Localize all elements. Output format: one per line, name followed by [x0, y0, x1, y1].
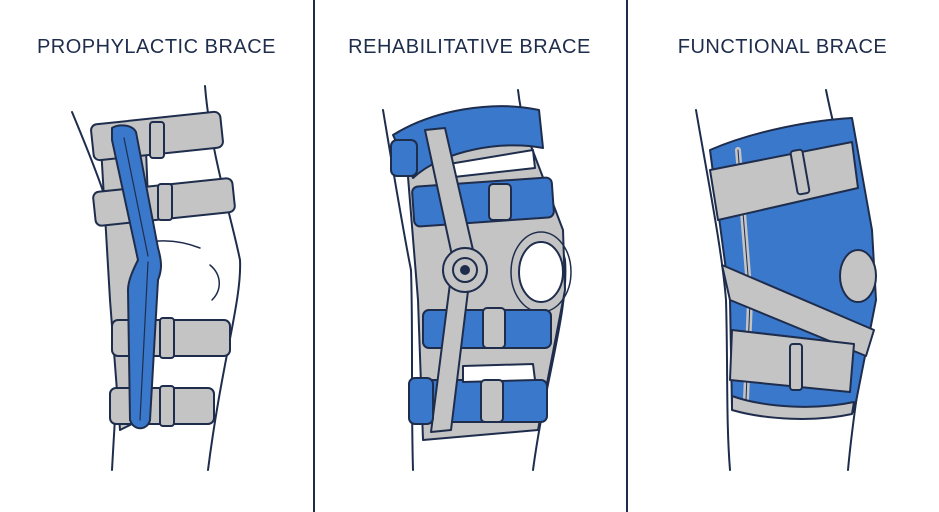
- prophylactic-brace-illustration: [71, 85, 242, 471]
- panel-prophylactic: PROPHYLACTIC BRACE: [0, 0, 313, 512]
- panel-title-rehabilitative: REHABILITATIVE BRACE: [348, 36, 591, 58]
- panel-functional: FUNCTIONAL BRACE: [626, 0, 939, 512]
- divider-2: [626, 0, 628, 512]
- rehabilitative-brace-illustration: [382, 89, 572, 471]
- functional-brace-illustration: [695, 89, 877, 471]
- divider-1: [313, 0, 315, 512]
- panel-title-prophylactic: PROPHYLACTIC BRACE: [36, 36, 277, 58]
- panel-rehabilitative: REHABILITATIVE BRACE: [313, 0, 626, 512]
- panel-title-functional: FUNCTIONAL BRACE: [677, 36, 888, 58]
